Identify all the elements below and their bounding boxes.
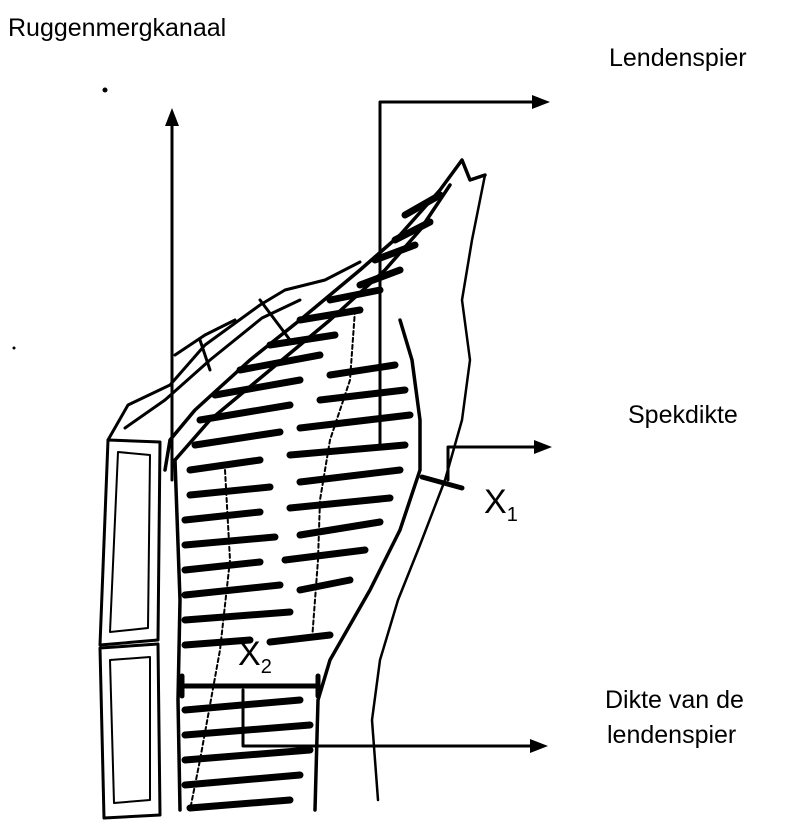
- fat-thickness-arrowhead: [534, 440, 552, 454]
- scan-dot: [103, 88, 108, 93]
- loin-muscle-arrowhead: [532, 95, 550, 109]
- spinal-canal-arrowhead: [165, 108, 179, 126]
- symbol-x2: X2: [238, 636, 272, 685]
- symbol-x2-letter: X: [238, 635, 261, 673]
- symbol-x1-index: 1: [507, 504, 518, 526]
- fat-thickness-pointer: [448, 447, 540, 480]
- loin-muscle-outline: [165, 160, 485, 810]
- scan-dot: [13, 347, 16, 350]
- symbol-x1: X1: [484, 484, 518, 533]
- muscle-thickness-arrowhead: [530, 739, 548, 753]
- label-dikte-line2: lendenspier: [607, 719, 736, 751]
- label-dikte-line1: Dikte van de: [605, 684, 744, 716]
- label-ruggenmergkanaal: Ruggenmergkanaal: [8, 12, 226, 44]
- muscle-hatching: [185, 195, 440, 808]
- symbol-x2-index: 2: [261, 656, 272, 678]
- symbol-x1-letter: X: [484, 483, 507, 521]
- label-lendenspier: Lendenspier: [609, 42, 747, 74]
- label-spekdikte: Spekdikte: [628, 399, 738, 431]
- fat-layer-outline: [372, 175, 485, 800]
